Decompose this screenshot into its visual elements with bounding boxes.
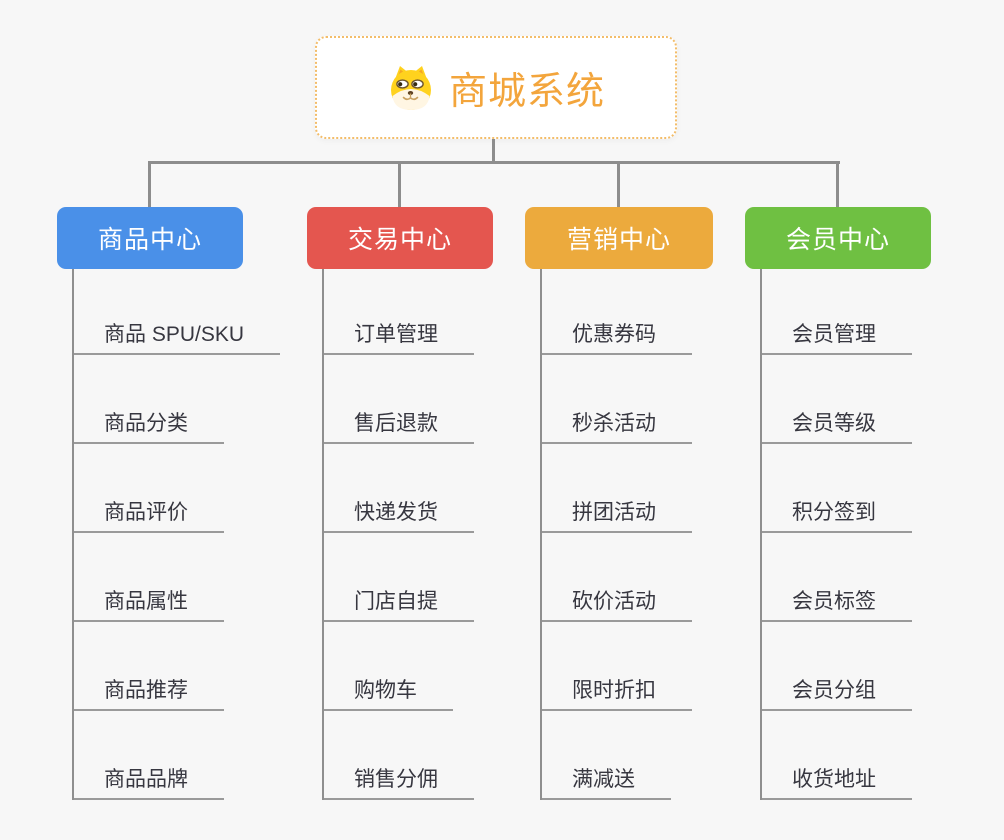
leaf-node[interactable]: 快递发货 [322,444,474,533]
branch-children-product-center: 商品 SPU/SKU 商品分类 商品评价 商品属性 商品推荐 商品品牌 [72,269,281,800]
leaf-node[interactable]: 满减送 [540,711,671,800]
branch-children-trade-center: 订单管理 售后退款 快递发货 门店自提 购物车 销售分佣 [322,269,474,800]
leaf-node[interactable]: 秒杀活动 [540,355,692,444]
connector-drop-trade [398,161,401,208]
leaf-node[interactable]: 商品评价 [72,444,224,533]
leaf-node[interactable]: 会员等级 [760,355,912,444]
leaf-node[interactable]: 限时折扣 [540,622,692,711]
leaf-node[interactable]: 会员标签 [760,533,912,622]
leaf-node[interactable]: 收货地址 [760,711,912,800]
leaf-node[interactable]: 优惠券码 [540,269,692,355]
connector-bus [148,161,840,164]
dog-face-icon [390,65,431,110]
leaf-node[interactable]: 商品 SPU/SKU [72,269,281,355]
branch-node-member-center[interactable]: 会员中心 [745,207,931,269]
branch-node-product-center[interactable]: 商品中心 [57,207,243,269]
branch-children-member-center: 会员管理 会员等级 积分签到 会员标签 会员分组 收货地址 [760,269,912,800]
root-title: 商城系统 [448,71,605,113]
leaf-node[interactable]: 门店自提 [322,533,474,622]
leaf-node[interactable]: 购物车 [322,622,453,711]
connector-root-drop [492,139,495,164]
branch-node-marketing-center[interactable]: 营销中心 [525,207,713,269]
leaf-node[interactable]: 会员管理 [760,269,912,355]
leaf-node[interactable]: 商品分类 [72,355,224,444]
branch-node-trade-center[interactable]: 交易中心 [307,207,493,269]
leaf-node[interactable]: 商品推荐 [72,622,224,711]
leaf-node[interactable]: 商品品牌 [72,711,224,800]
connector-drop-marketing [617,161,620,208]
leaf-node[interactable]: 商品属性 [72,533,224,622]
leaf-node[interactable]: 销售分佣 [322,711,474,800]
branch-children-marketing-center: 优惠券码 秒杀活动 拼团活动 砍价活动 限时折扣 满减送 [540,269,692,800]
leaf-node[interactable]: 积分签到 [760,444,912,533]
root-node[interactable]: 商城系统 [315,36,677,139]
leaf-node[interactable]: 会员分组 [760,622,912,711]
connector-drop-product [148,161,151,208]
leaf-node[interactable]: 订单管理 [322,269,474,355]
connector-drop-member [836,161,839,208]
leaf-node[interactable]: 拼团活动 [540,444,692,533]
leaf-node[interactable]: 售后退款 [322,355,474,444]
leaf-node[interactable]: 砍价活动 [540,533,692,622]
